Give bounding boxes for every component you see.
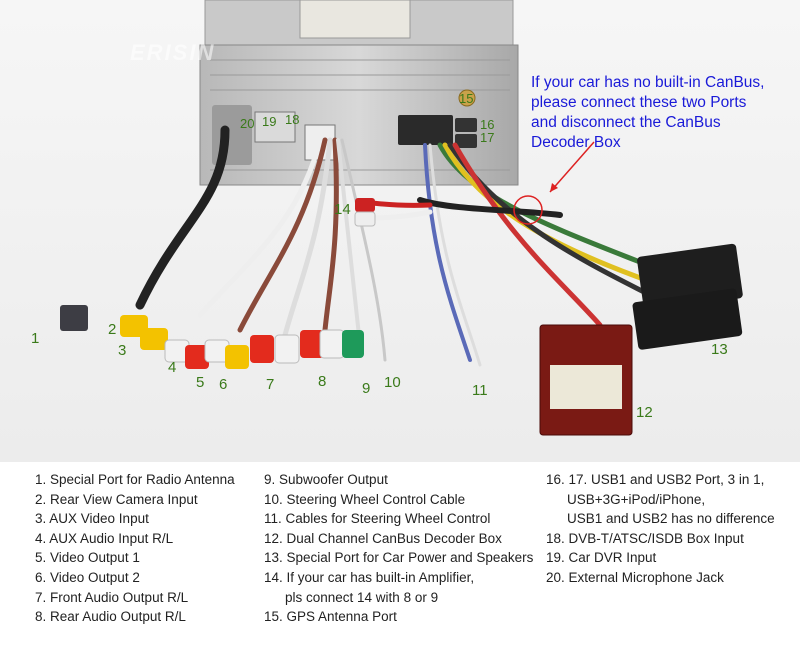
callout-10: 10 xyxy=(384,374,401,391)
legend-item: 19. Car DVR Input xyxy=(546,550,657,566)
callout-5: 5 xyxy=(196,374,205,391)
canbus-decoder-box xyxy=(539,324,633,436)
callout-14: 14 xyxy=(334,201,351,218)
callout-1: 1 xyxy=(31,330,40,347)
watermark: ERISIN xyxy=(130,40,216,65)
legend-item: 2. Rear View Camera Input xyxy=(35,491,198,507)
legend-item: 8. Rear Audio Output R/L xyxy=(35,609,186,625)
legend-item: 6. Video Output 2 xyxy=(35,569,140,585)
harness-photo xyxy=(0,0,800,462)
legend-item: 5. Video Output 1 xyxy=(35,550,140,566)
callout-3: 3 xyxy=(118,342,127,359)
legend-item: 13. Special Port for Car Power and Speak… xyxy=(264,550,534,566)
callout-7: 7 xyxy=(266,376,275,393)
canbus-note: If your car has no built-in CanBus, plea… xyxy=(531,74,765,151)
callout-6: 6 xyxy=(219,376,228,393)
legend-item: 16. 17. USB1 and USB2 Port, 3 in 1, xyxy=(546,472,765,487)
legend-item: 14. If your car has built-in Amplifier, xyxy=(264,569,475,585)
legend-item: USB1 and USB2 has no difference xyxy=(567,511,775,527)
legend-column-3: 16. 17. USB1 and USB2 Port, 3 in 1, USB+… xyxy=(546,470,775,588)
rca-plugs xyxy=(120,198,376,369)
callout-19: 19 xyxy=(262,114,277,129)
legend-item: pls connect 14 with 8 or 9 xyxy=(285,589,439,605)
legend-item: 20. External Microphone Jack xyxy=(546,569,724,585)
callout-17: 17 xyxy=(480,130,495,145)
port-legend: 1. Special Port for Radio Antenna 2. Rea… xyxy=(0,470,800,650)
legend-column-1: 1. Special Port for Radio Antenna 2. Rea… xyxy=(35,470,235,627)
callout-11: 11 xyxy=(472,382,488,399)
legend-item: 1. Special Port for Radio Antenna xyxy=(35,472,235,487)
legend-item: 7. Front Audio Output R/L xyxy=(35,589,189,605)
callout-2: 2 xyxy=(108,321,117,338)
callout-8: 8 xyxy=(318,373,327,390)
legend-item: 4. AUX Audio Input R/L xyxy=(35,530,174,546)
legend-item: 9. Subwoofer Output xyxy=(264,472,388,487)
callout-12: 12 xyxy=(636,404,653,421)
callout-18: 18 xyxy=(285,112,300,127)
legend-column-2: 9. Subwoofer Output 10. Steering Wheel C… xyxy=(264,470,533,627)
legend-item: 11. Cables for Steering Wheel Control xyxy=(264,511,491,527)
legend-item: 12. Dual Channel CanBus Decoder Box xyxy=(264,530,502,546)
cable-bundle xyxy=(135,125,663,367)
legend-item: 3. AUX Video Input xyxy=(35,511,149,527)
legend-item: 18. DVB-T/ATSC/ISDB Box Input xyxy=(546,530,744,546)
callout-4: 4 xyxy=(168,359,177,376)
callout-9: 9 xyxy=(362,380,371,397)
legend-item: 10. Steering Wheel Control Cable xyxy=(264,491,466,507)
legend-item: 15. GPS Antenna Port xyxy=(264,609,397,625)
callout-13: 13 xyxy=(711,341,728,358)
callout-15: 15 xyxy=(459,91,474,106)
connector-plugs xyxy=(60,141,743,436)
callout-16: 16 xyxy=(480,117,495,132)
legend-item: USB+3G+iPod/iPhone, xyxy=(567,491,706,507)
callout-20: 20 xyxy=(240,116,255,131)
iso-power-connector xyxy=(632,243,743,350)
